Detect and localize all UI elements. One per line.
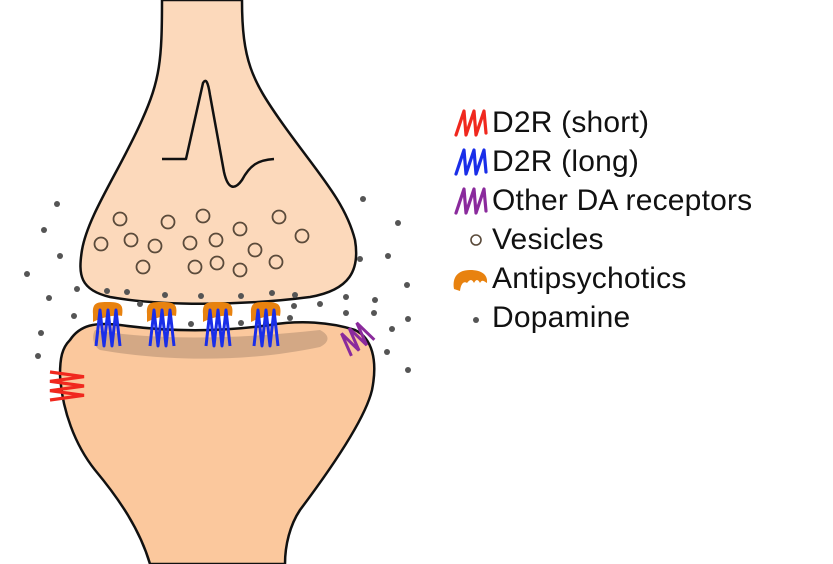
dopamine-molecule [41, 227, 47, 233]
dopamine-molecule [292, 292, 298, 298]
legend-item-d2r-long: D2R (long) [452, 143, 752, 181]
dopamine-molecule [46, 295, 52, 301]
legend-item-antipsychotic: Antipsychotics [452, 260, 752, 298]
legend-label: Other DA receptors [492, 184, 753, 217]
vesicle [247, 242, 263, 258]
dopamine-molecule [405, 316, 411, 322]
dopamine-molecule [137, 301, 143, 307]
vesicle [160, 214, 176, 230]
vesicles-group [93, 208, 310, 278]
dopamine-molecule [343, 294, 349, 300]
vesicle [187, 259, 203, 275]
antipsychotic-icon [452, 261, 492, 297]
dopamine-molecule [384, 349, 390, 355]
dopamine-molecule [124, 289, 130, 295]
vesicle [195, 208, 211, 224]
dopamine-molecule [54, 201, 60, 207]
action-potential-trace [162, 79, 275, 188]
dopamine-molecule [24, 271, 30, 277]
d2r-long-receptor [204, 308, 232, 348]
legend-item-other-da: Other DA receptors [452, 182, 752, 220]
dopamine-molecule [57, 253, 63, 259]
dopamine-molecule [269, 290, 275, 296]
vesicle [208, 232, 224, 248]
dopamine-molecule [74, 286, 80, 292]
legend-label: Dopamine [492, 301, 631, 334]
vesicle [209, 255, 225, 271]
dopamine-molecule [389, 326, 395, 332]
d2r-short-receptor [49, 370, 85, 402]
vesicle [268, 254, 284, 270]
dopamine-molecule [104, 288, 110, 294]
legend-item-vesicle: Vesicles [452, 221, 752, 259]
dopamine-dot-icon [452, 300, 492, 336]
vesicle [93, 236, 109, 252]
legend-item-d2r-short: D2R (short) [452, 104, 752, 142]
vesicle [232, 221, 248, 237]
legend-item-dopamine: Dopamine [452, 299, 752, 337]
legend-label: Antipsychotics [492, 262, 687, 295]
vesicle [182, 235, 198, 251]
dopamine-molecule [343, 310, 349, 316]
dopamine-molecule [360, 196, 366, 202]
dopamine-molecule [287, 315, 293, 321]
vesicle [112, 211, 128, 227]
dopamine-molecule [395, 220, 401, 226]
dopamine-molecule [238, 293, 244, 299]
dopamine-molecule [38, 330, 44, 336]
postsynaptic-neuron [58, 321, 376, 564]
dopamine-molecule [385, 253, 391, 259]
dopamine-molecule [405, 367, 411, 373]
vesicle [232, 262, 248, 278]
vesicle [123, 232, 139, 248]
d2r-long-receptor [94, 308, 122, 348]
vesicle-icon [452, 222, 492, 258]
d2r-long-receptor [148, 308, 176, 348]
dopamine-molecule [162, 292, 168, 298]
dopamine-molecule [188, 321, 194, 327]
presynaptic-terminal [79, 0, 358, 305]
legend-label: D2R (long) [492, 145, 640, 178]
dopamine-group [24, 196, 411, 373]
dopamine-molecule [291, 303, 297, 309]
vesicle [147, 238, 163, 254]
legend-label: D2R (short) [492, 106, 650, 139]
purple-receptor-icon [452, 183, 492, 219]
dopamine-molecule [357, 256, 363, 262]
dopamine-molecule [371, 310, 377, 316]
dopamine-molecule [372, 297, 378, 303]
vesicle [294, 228, 310, 244]
vesicle [271, 209, 287, 225]
dopamine-molecule [404, 282, 410, 288]
receptors-group [49, 302, 376, 402]
dopamine-molecule [71, 313, 77, 319]
dopamine-molecule [35, 353, 41, 359]
d2r-long-receptor [252, 308, 280, 348]
other-da-receptor [340, 321, 376, 357]
red-receptor-icon [452, 105, 492, 141]
vesicle [135, 259, 151, 275]
dopamine-molecule [198, 293, 204, 299]
legend-label: Vesicles [492, 223, 604, 256]
blue-receptor-icon [452, 144, 492, 180]
dopamine-molecule [317, 301, 323, 307]
dopamine-molecule [238, 320, 244, 326]
